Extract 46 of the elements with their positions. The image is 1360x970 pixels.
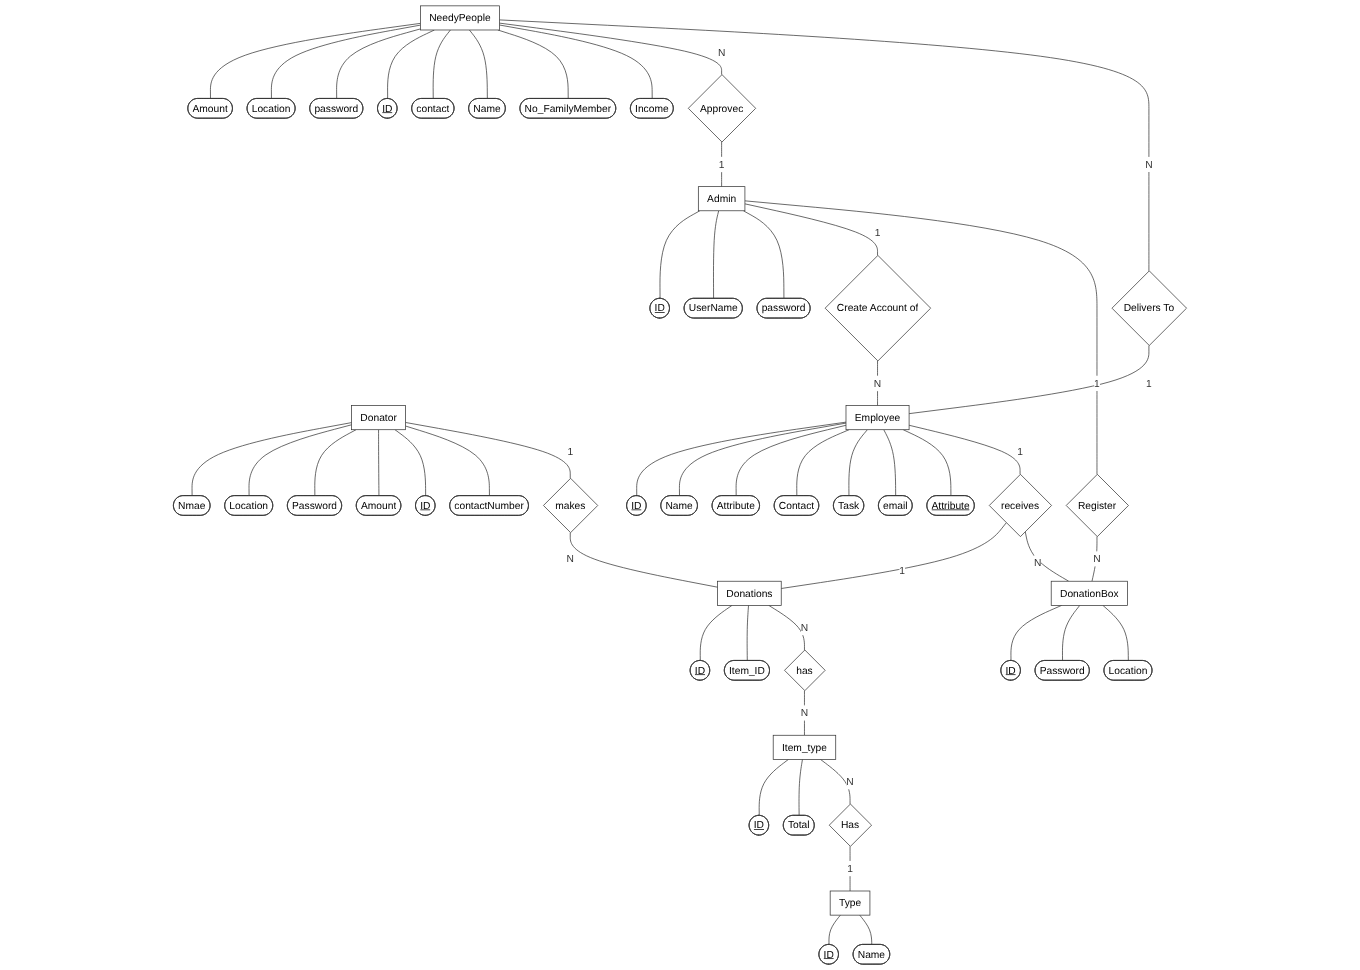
connector	[828, 914, 841, 946]
connector	[405, 425, 490, 497]
connector	[902, 429, 952, 497]
connector	[1024, 531, 1070, 582]
connector	[908, 345, 1150, 414]
connector	[679, 422, 847, 497]
connector	[908, 424, 1021, 475]
connector	[432, 29, 451, 100]
connector	[499, 19, 1150, 272]
connector	[636, 421, 847, 497]
connector	[1062, 605, 1081, 662]
connector	[699, 605, 733, 662]
connector	[497, 29, 569, 100]
connector	[405, 422, 571, 479]
connector	[1010, 605, 1063, 662]
connector	[883, 429, 897, 497]
connector	[271, 24, 421, 100]
connector	[820, 759, 851, 805]
connector	[659, 210, 701, 300]
connector	[798, 759, 803, 817]
connector	[569, 532, 718, 588]
connector	[469, 29, 488, 100]
connector	[191, 422, 352, 497]
connector	[746, 605, 749, 662]
connector	[780, 522, 1007, 589]
connector	[848, 429, 868, 497]
connector	[394, 429, 427, 497]
connector	[859, 914, 873, 946]
connector	[1102, 605, 1129, 662]
connector	[499, 22, 722, 75]
connector	[758, 759, 789, 817]
connector	[796, 429, 850, 497]
connector	[768, 605, 805, 651]
connector	[378, 429, 380, 497]
connector	[877, 360, 878, 406]
connector	[743, 210, 785, 300]
connector	[248, 424, 352, 497]
connector	[336, 28, 421, 100]
connector	[210, 23, 421, 100]
connector	[314, 429, 357, 497]
connector	[499, 24, 653, 100]
connector	[387, 29, 435, 100]
connector	[744, 203, 878, 256]
connector	[713, 210, 720, 300]
connector	[735, 424, 847, 497]
connector	[744, 200, 1098, 475]
